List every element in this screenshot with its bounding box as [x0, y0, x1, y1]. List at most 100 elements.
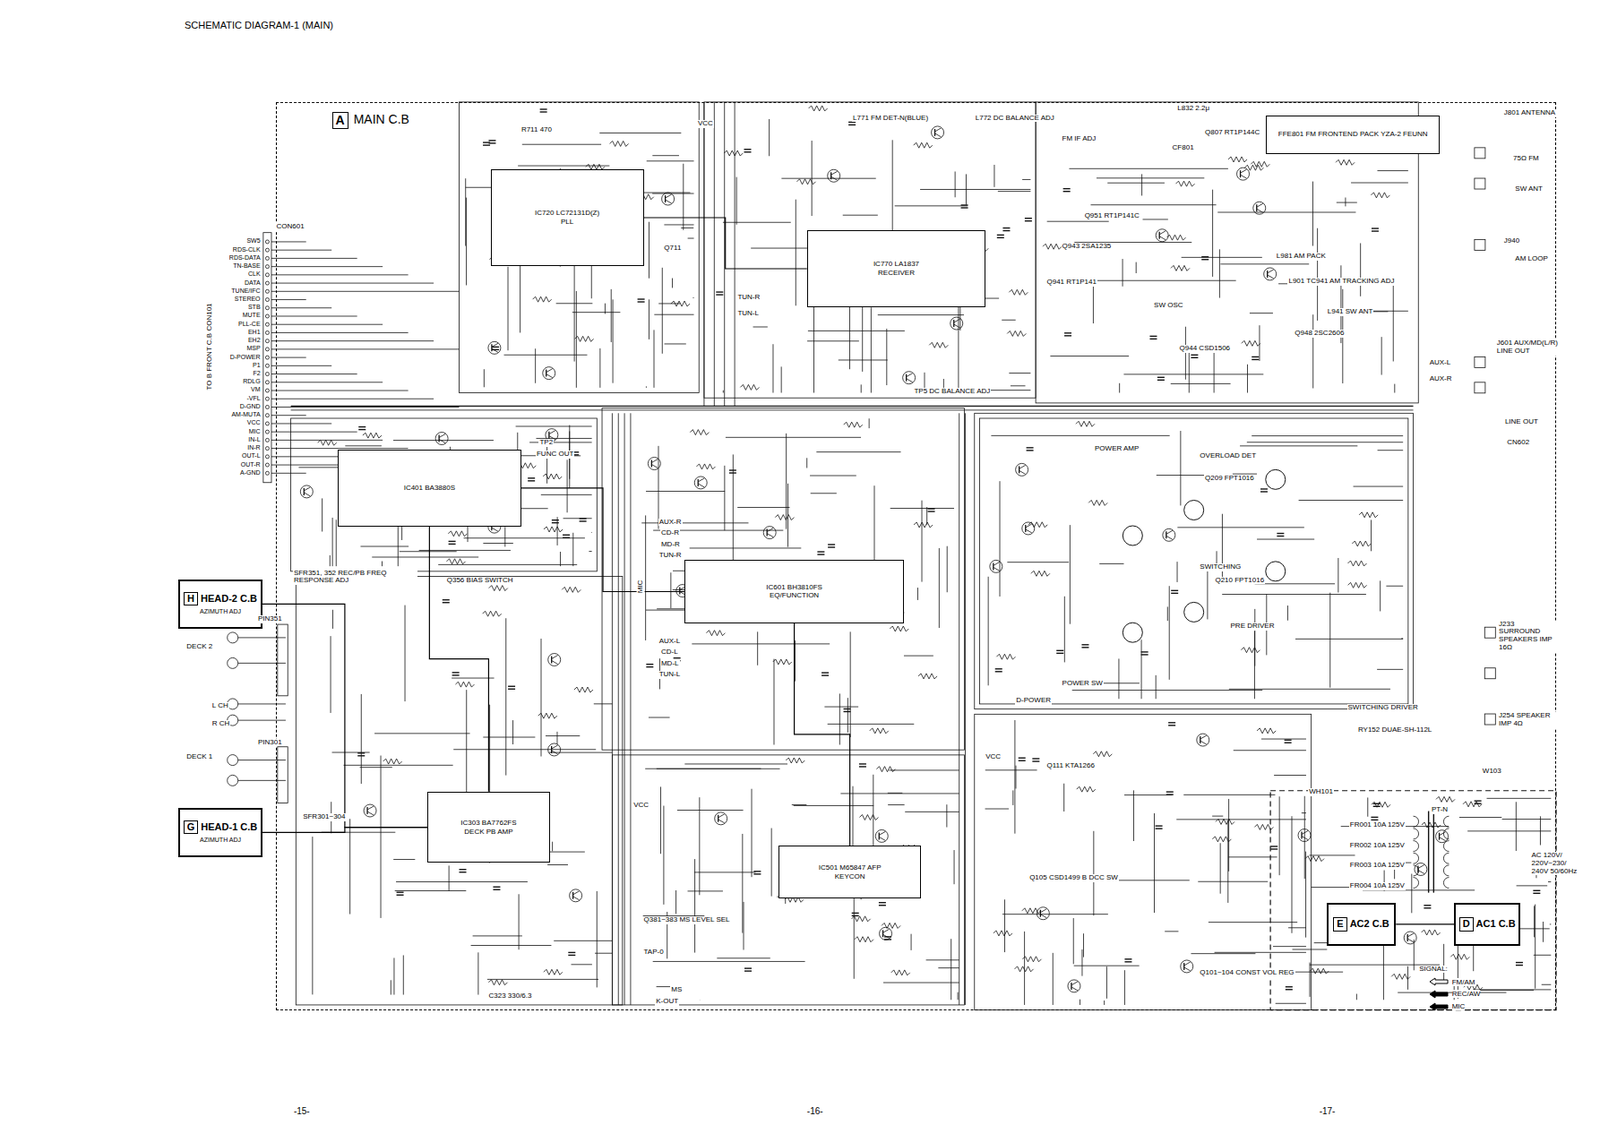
wire [1133, 790, 1135, 842]
transistor-symbol [1184, 962, 1191, 966]
wire [612, 299, 614, 383]
bus-line [624, 412, 626, 1006]
wire [393, 859, 415, 861]
capacitor-symbol [851, 915, 860, 917]
diagram-title: SCHEMATIC DIAGRAM-1 (MAIN) [183, 19, 335, 31]
section-frame [704, 102, 1036, 398]
wire [604, 303, 606, 315]
transistor-symbol [491, 343, 499, 347]
legend-row: MIC [1428, 1002, 1466, 1012]
wire [1092, 831, 1094, 916]
wire [662, 267, 663, 354]
wire [271, 266, 383, 267]
resistor-symbol [891, 970, 911, 976]
transistor-symbol [1199, 736, 1201, 744]
resistor-symbol [447, 531, 467, 537]
wire [271, 324, 383, 326]
wire [903, 655, 934, 657]
transistor-symbol [953, 319, 955, 327]
part-label: PLL-CE [237, 320, 262, 328]
resistor-symbol [696, 464, 715, 470]
node-text: IC401 BA3880S [404, 483, 456, 493]
wire [1219, 249, 1221, 298]
wire [487, 979, 599, 981]
wire [838, 359, 888, 361]
part-label: CD-L [660, 648, 680, 657]
transistor-symbol [993, 567, 1000, 571]
wire [1379, 580, 1381, 611]
power-transistor [1184, 500, 1205, 521]
connector-pin [265, 330, 269, 335]
capacitor-symbol [1018, 757, 1026, 759]
part-label: RDLG [241, 378, 261, 386]
wire [999, 481, 1001, 597]
transformer-core [1427, 811, 1429, 894]
node-text: EQ/FUNCTION [769, 591, 819, 601]
wire [1069, 524, 1071, 625]
part-label: -VFL [245, 395, 261, 403]
transistor-symbol [1256, 208, 1264, 213]
wire [393, 957, 395, 995]
part-label: Q210 FPT1016 [1213, 576, 1265, 585]
transistor-symbol [548, 653, 561, 667]
part-label: J940 [1503, 237, 1521, 246]
wire [957, 992, 959, 1001]
wire [516, 425, 593, 427]
part-label: PRE DRIVER [1230, 622, 1276, 631]
capacitor-symbol [1201, 256, 1209, 258]
resistor-symbol [889, 626, 909, 632]
part-label: VCC [984, 753, 1002, 762]
resistor-symbol [1450, 954, 1470, 960]
wire [646, 160, 695, 162]
capacitor-symbol [1515, 964, 1523, 966]
wire [448, 865, 450, 891]
jack-symbol [1474, 147, 1486, 159]
capacitor-symbol [744, 967, 752, 969]
wire [395, 890, 467, 892]
wire [471, 945, 552, 947]
part-label: AC 120V/ 220V~230/ 240V 50/60Hz [1531, 851, 1583, 876]
wire [725, 437, 861, 439]
resistor-symbol [1305, 856, 1325, 862]
resistor-symbol [1212, 836, 1231, 843]
capacitor-symbol [1515, 962, 1523, 964]
wire [271, 299, 307, 301]
connector-strip [277, 747, 288, 804]
wire [1107, 182, 1165, 184]
transistor-symbol [1067, 980, 1081, 993]
wire [1101, 682, 1140, 684]
wire [751, 789, 753, 878]
wire [464, 537, 585, 539]
part-label: D-POWER [1015, 696, 1052, 706]
wire [1353, 486, 1404, 488]
wire [517, 165, 610, 167]
wire [1385, 585, 1403, 587]
transformer-coil [1413, 865, 1420, 877]
transformer-coil [1443, 816, 1449, 827]
wire [920, 189, 1031, 190]
ic-block: FFE801 FM FRONTEND PACK YZA-2 FEUNN [1265, 115, 1440, 155]
wire [827, 723, 915, 725]
wire [1176, 818, 1307, 820]
arrow-sample [1429, 1003, 1448, 1011]
part-label: Q941 RT1P141 [1046, 278, 1098, 287]
transistor-symbol [989, 559, 1003, 573]
transistor-symbol [992, 562, 994, 570]
power-transistor [1265, 561, 1286, 582]
wire [921, 500, 923, 583]
wire [1213, 347, 1215, 394]
part-label: SWITCHING DRIVER [1347, 704, 1420, 713]
ic-block: IC501 M65847 AFPKEYCON [778, 845, 921, 899]
transistor-symbol [1240, 169, 1248, 173]
part-label: D-GND [239, 403, 262, 411]
node-text: KEYCON [834, 872, 866, 882]
wire [664, 343, 687, 345]
capacitor-symbol [492, 886, 500, 888]
connector-pin [265, 265, 269, 269]
signal-wire [521, 488, 685, 593]
resistor-symbol [1215, 818, 1235, 825]
part-label: RDS-DATA [228, 254, 262, 262]
section-frame [611, 755, 964, 1006]
capacitor-symbol [1157, 377, 1165, 379]
capacitor-symbol [1155, 827, 1163, 829]
